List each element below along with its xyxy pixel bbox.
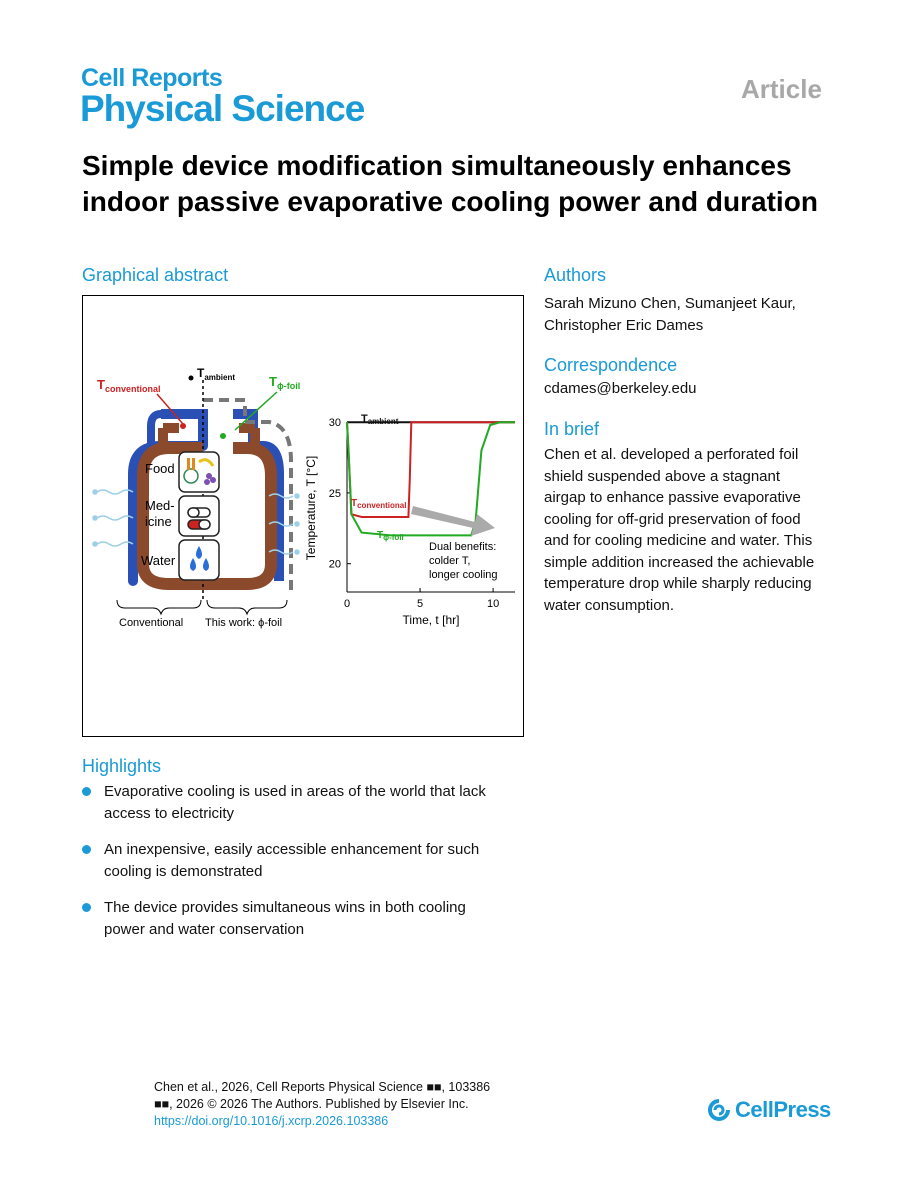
foil-brace [206,599,288,616]
medicine-label-line1: Med- [145,498,175,513]
bullet-icon [82,845,91,854]
authors-line2: Christopher Eric Dames [544,316,704,334]
pot-schematic: Tconventional Tambient Tϕ-foil Food Med-… [92,366,300,629]
chart-y-label: Temperature, T [°C] [304,456,318,560]
conventional-brace [116,599,202,616]
authors-list: Sarah Mizuno Chen, Sumanjeet Kaur, Chris… [544,293,796,336]
authors-line1: Sarah Mizuno Chen, Sumanjeet Kaur, [544,295,796,312]
highlights-list: Evaporative cooling is used in areas of … [82,781,522,955]
graphical-abstract-svg: Tconventional Tambient Tϕ-foil Food Med-… [92,366,515,629]
t-ambient-label: Tambient [197,366,235,382]
in-brief-line: water consumption. [544,596,675,614]
in-brief-line: cooling for off-grid preservation of foo… [544,510,801,528]
series-label-conventional: Tconventional [351,498,406,510]
in-brief-heading: In brief [544,419,600,439]
cellpress-logo: CellPress [707,1097,831,1123]
dual-benefits-line3: longer cooling [429,569,498,581]
water-label: Water [141,553,176,568]
pot-neck-side-left [147,410,162,444]
in-brief-line: simple addition increased the achievable [544,553,815,571]
highlight-item: The device provides simultaneous wins in… [82,897,522,940]
y-tick-label: 20 [329,559,341,571]
foil-pointer [234,391,278,431]
in-brief-line: shield suspended above a stagnant [544,467,781,485]
t-conventional-label: Tconventional [97,377,160,394]
pot-neck [158,423,260,446]
doi-link[interactable]: https://doi.org/10.1016/j.xcrp.2026.1033… [154,1114,389,1128]
highlight-line: An inexpensive, easily accessible enhanc… [104,841,480,858]
citation-line2: ■■, 2026 © 2026 The Authors. Published b… [154,1097,469,1111]
y-tick-label: 30 [329,417,341,429]
vapor-right [268,493,300,555]
publisher-name: CellPress [735,1097,831,1122]
highlights-heading: Highlights [82,756,162,776]
correspondence-heading: Correspondence [544,355,678,375]
t-foil-label: Tϕ-foil [269,374,300,391]
highlight-line: access to electricity [104,804,235,822]
dual-benefits-line1: Dual benefits: [429,541,496,553]
ambient-point [188,375,194,381]
food-label: Food [145,461,175,476]
journal-name-line2: Physical Science [80,88,365,129]
conventional-point [180,423,186,429]
in-brief-line: temperature drop while sharply reducing [544,575,812,592]
highlight-line: cooling is demonstrated [104,862,263,880]
series-label-ambient: Tambient [361,413,399,426]
highlight-line: power and water conservation [104,920,305,938]
highlight-item: An inexpensive, easily accessible enhanc… [82,839,522,882]
food-icon [183,458,216,485]
in-brief-line: airgap to enhance passive evaporative [544,489,801,506]
in-brief-line: Chen et al. developed a perforated foil [544,446,799,463]
x-tick-label: 0 [344,598,350,610]
cellpress-icon [708,1099,730,1121]
highlight-line: The device provides simultaneous wins in… [104,899,466,916]
vapor-left [92,489,134,547]
highlight-item: Evaporative cooling is used in areas of … [82,781,522,824]
x-tick-label: 5 [417,598,423,610]
this-work-caption: This work: ϕ-foil [205,617,282,629]
journal-name-line1: Cell Reports [81,64,223,92]
y-tick-label: 25 [329,488,341,500]
temperature-chart: 0 5 10 20 25 30 Temperature, T [°C] Time, t [… [304,413,515,627]
chart-x-label: Time, t [hr] [403,613,460,627]
article-title: Simple device modification simultaneousl… [82,150,818,217]
series-label-foil: Tϕ-foil [377,530,404,542]
conventional-caption: Conventional [119,617,183,629]
citation-footer: Chen et al., 2026, Cell Reports Physical… [154,1079,490,1130]
foil-shield [203,398,293,596]
pot-body [137,442,277,590]
water-drops-icon [190,546,209,571]
dual-benefits-line2: colder T, [429,555,470,567]
graphical-abstract-heading: Graphical abstract [82,265,229,285]
water-compartment [178,539,220,581]
foil-point [220,433,226,439]
pill-icon [187,507,211,530]
graphical-abstract-figure: Tconventional Tambient Tϕ-foil Food Med-… [82,295,524,737]
medicine-label-line2: icine [145,514,172,529]
article-type-label: Article [741,74,822,104]
bullet-icon [82,903,91,912]
in-brief-line: and for cooling medicine and water. This [544,532,813,549]
conventional-pointer [156,393,184,425]
highlight-line: Evaporative cooling is used in areas of … [104,783,486,800]
x-tick-label: 10 [487,598,499,610]
in-brief-text: Chen et al. developed a perforated foil … [544,444,814,616]
improvement-arrow [411,506,495,536]
citation-line1: Chen et al., 2026, Cell Reports Physical… [154,1080,491,1094]
correspondence-email[interactable]: cdames@berkeley.edu [544,380,697,397]
authors-heading: Authors [544,265,607,285]
bullet-icon [82,787,91,796]
series-line-2 [346,421,515,537]
